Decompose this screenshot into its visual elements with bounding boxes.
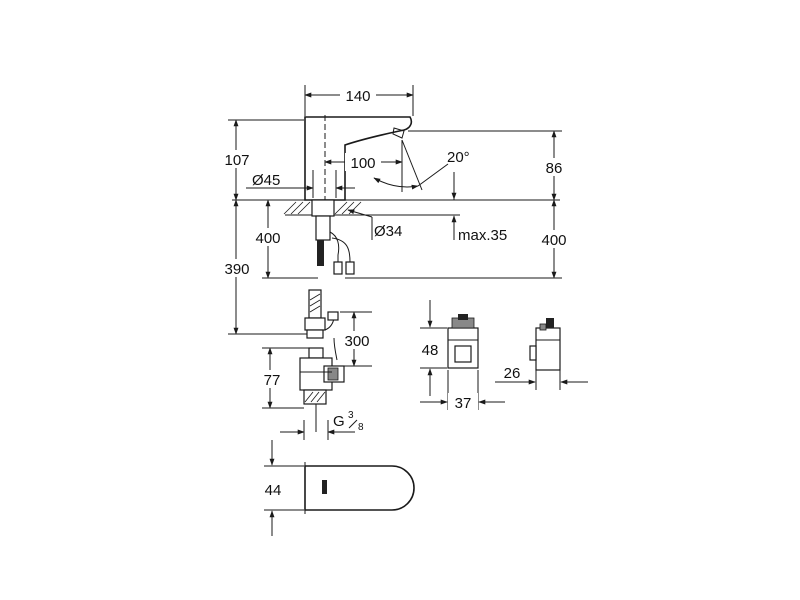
dimension-48-label: 48 [422,342,439,359]
dimension-thread-g: G [333,413,345,430]
dimension-400-right: 400 [345,199,572,279]
dimension-107: 107 [221,119,304,201]
dimension-100: 100 [324,140,403,192]
valve-assembly [299,289,345,432]
mounting-shank [311,199,355,275]
sensor-top-view [304,462,415,514]
dimension-77-label: 77 [264,372,281,389]
dimension-400-left-label: 400 [255,230,280,247]
dimension-diameter-45-label: Ø45 [252,172,280,189]
dimension-thread-denominator: 8 [358,422,364,433]
dimension-400-right-label: 400 [541,232,566,249]
dimension-26: 26 [495,363,588,390]
dimension-diameter-34-label: Ø34 [374,223,402,240]
dimension-44-label: 44 [265,482,282,499]
dimension-diameter-45: Ø45 [246,170,355,198]
dimension-140-label: 140 [345,88,370,105]
dimension-48: 48 [414,300,447,396]
faucet-body-outline [304,116,413,201]
dimension-26-label: 26 [504,365,521,382]
dimension-max-35-label: max.35 [458,227,507,244]
dimension-390: 390 [220,199,312,335]
mounting-hatch [283,201,362,215]
dimension-77: 77 [256,347,309,409]
dimension-angle-label: 20° [447,149,470,166]
dimension-37: 37 [420,370,505,412]
dimension-390-label: 390 [224,261,249,278]
faucet-outlet [392,127,405,139]
dimension-86: 86 [408,130,570,201]
dimension-140: 140 [304,85,414,116]
dimension-angle: 20° [373,139,470,191]
dimension-107-label: 107 [224,152,249,169]
dimension-thread-numerator: 3 [348,410,354,421]
dimension-max-35: max.35 [360,175,507,244]
dimension-300: 300 [340,311,380,367]
dimension-thread: G 3 8 [280,410,364,440]
control-box-side [529,318,561,371]
dimension-37-label: 37 [455,395,472,412]
dimension-400-left: 400 [252,199,318,279]
control-box-front [447,314,479,369]
dimension-44: 44 [258,440,304,536]
dimension-diameter-34: Ø34 [347,209,402,240]
dimension-300-label: 300 [344,333,369,350]
dimension-100-label: 100 [350,155,375,172]
dimension-86-label: 86 [546,160,563,177]
